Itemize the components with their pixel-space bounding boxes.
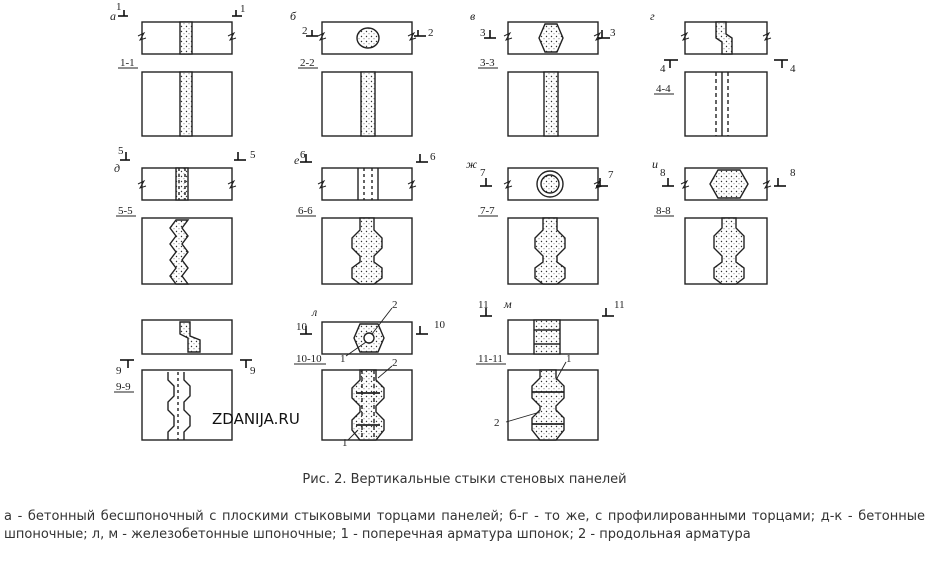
break-marks bbox=[137, 31, 772, 189]
letter-l: л bbox=[311, 305, 317, 319]
callout-l-section-1: 1 bbox=[342, 437, 348, 449]
cut-6-right: 6 bbox=[430, 151, 436, 163]
cut-7-left: 7 bbox=[480, 167, 486, 179]
cut-10-left: 10 bbox=[296, 321, 308, 333]
joint-v-section bbox=[507, 71, 599, 137]
callout-l-plan-2: 2 bbox=[392, 299, 398, 311]
joint-zh-plan bbox=[507, 167, 599, 201]
section-11-11: 11-11 bbox=[478, 353, 503, 365]
joint-v-plan bbox=[507, 21, 599, 55]
letter-zh: ж bbox=[466, 157, 477, 171]
cut-8-left: 8 bbox=[660, 167, 666, 179]
joint-b-plan bbox=[321, 21, 413, 55]
joint-g-section bbox=[684, 71, 768, 137]
joint-zh-section bbox=[507, 217, 599, 285]
joint-i-section bbox=[684, 217, 768, 285]
joint-d-section bbox=[141, 217, 233, 285]
joint-e-section bbox=[321, 217, 413, 285]
wall-panel-joints-figure: а б в г д е ж и л м 1 1 2 2 3 3 4 4 5 5 … bbox=[110, 1, 796, 449]
section-5-5: 5-5 bbox=[118, 205, 133, 217]
letter-g: г bbox=[650, 9, 655, 23]
section-10-10: 10-10 bbox=[296, 353, 322, 365]
cut-11-left: 11 bbox=[478, 299, 489, 311]
letter-a: а bbox=[110, 9, 116, 23]
cut-4-left: 4 bbox=[660, 63, 666, 75]
joint-l-section bbox=[321, 365, 413, 441]
joint-e-plan bbox=[321, 167, 413, 201]
letter-d: д bbox=[114, 161, 120, 175]
cut-1-left: 1 bbox=[116, 1, 122, 13]
joint-d-plan bbox=[141, 167, 233, 201]
cut-10-right: 10 bbox=[434, 319, 446, 331]
joint-a-section bbox=[141, 71, 233, 137]
cut-7-right: 7 bbox=[608, 169, 614, 181]
letter-i: и bbox=[652, 157, 658, 171]
cut-4-right: 4 bbox=[790, 63, 796, 75]
joint-b-section bbox=[321, 71, 413, 137]
cut-9-right: 9 bbox=[250, 365, 256, 377]
site-watermark: ZDANIJA.RU bbox=[212, 410, 300, 428]
joint-m-plan bbox=[507, 319, 599, 355]
joint-i-plan bbox=[684, 167, 768, 201]
callout-m-section-2: 2 bbox=[494, 417, 500, 429]
cut-1-right: 1 bbox=[240, 3, 246, 15]
cut-5-left: 5 bbox=[118, 145, 124, 157]
section-4-4: 4-4 bbox=[656, 83, 671, 95]
section-underlines bbox=[114, 67, 674, 393]
figure-legend: а - бетонный бесшпоночный с плоскими сты… bbox=[4, 509, 925, 542]
letter-b: б bbox=[290, 9, 297, 23]
section-1-1: 1-1 bbox=[120, 57, 135, 69]
letter-e: е bbox=[294, 153, 300, 167]
section-6-6: 6-6 bbox=[298, 205, 313, 217]
cut-11-right: 11 bbox=[614, 299, 625, 311]
joint-a-plan bbox=[141, 21, 233, 55]
cut-2-right: 2 bbox=[428, 27, 434, 39]
letter-v: в bbox=[470, 9, 475, 23]
cut-9-left: 9 bbox=[116, 365, 122, 377]
callout-l-section-2: 2 bbox=[392, 357, 398, 369]
letter-m: м bbox=[503, 297, 512, 311]
cut-3-right: 3 bbox=[610, 27, 616, 39]
joint-g-plan bbox=[684, 21, 768, 55]
cut-numbers: 1 1 2 2 3 3 4 4 5 5 6 6 7 7 8 8 9 9 10 1… bbox=[116, 1, 796, 377]
cut-8-right: 8 bbox=[790, 167, 796, 179]
callout-l-plan-1: 1 bbox=[340, 353, 346, 365]
section-2-2: 2-2 bbox=[300, 57, 315, 69]
joint-m-section bbox=[505, 361, 599, 441]
section-9-9: 9-9 bbox=[116, 381, 131, 393]
cut-5-right: 5 bbox=[250, 149, 256, 161]
section-3-3: 3-3 bbox=[480, 57, 495, 69]
section-8-8: 8-8 bbox=[656, 205, 671, 217]
cut-3-left: 3 bbox=[480, 27, 486, 39]
variant-letters: а б в г д е ж и л м bbox=[110, 9, 658, 319]
figure-caption: Рис. 2. Вертикальные стыки стеновых пане… bbox=[302, 472, 627, 487]
joint-k-plan bbox=[141, 319, 233, 355]
section-7-7: 7-7 bbox=[480, 205, 495, 217]
section-labels: 1-1 2-2 3-3 4-4 5-5 6-6 7-7 8-8 9-9 10-1… bbox=[116, 57, 671, 393]
reinforcement-callouts: 2 1 2 1 1 2 bbox=[340, 299, 572, 449]
cut-2-left: 2 bbox=[302, 25, 308, 37]
callout-m-section-1: 1 bbox=[566, 353, 572, 365]
cut-6-left: 6 bbox=[300, 149, 306, 161]
cut-markers bbox=[118, 10, 788, 368]
joint-k-section bbox=[141, 369, 233, 441]
joint-l-plan bbox=[321, 307, 413, 357]
